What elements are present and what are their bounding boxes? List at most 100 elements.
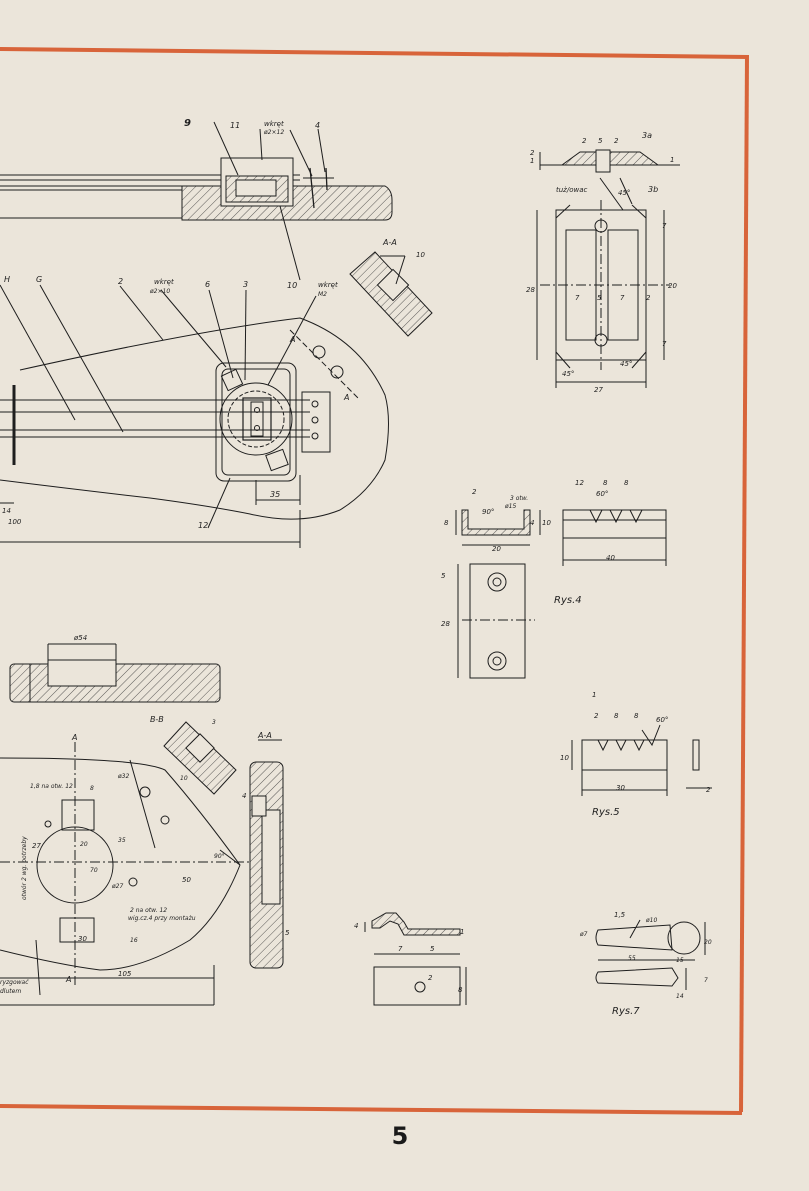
label-dim90: 90° (214, 853, 225, 860)
label-12: 12 (198, 521, 208, 530)
label-wkret3-b: M2 (318, 291, 327, 298)
label-otw: 1,8 na otw. 12 (30, 783, 73, 790)
label-rys7-d15: 1,5 (614, 911, 626, 919)
label-rys7-d27: ø7 (579, 931, 588, 938)
clip-part (364, 912, 467, 1006)
label-dim27: 27 (32, 842, 41, 850)
label-aa-top: A-A (382, 238, 397, 247)
label-3a-h20: 20 (668, 282, 677, 290)
label-dim5: 5 (285, 929, 290, 937)
label-rys5-d1: 2 (594, 712, 599, 720)
label-clip-d5: 5 (430, 945, 435, 953)
label-a3: A (71, 733, 77, 742)
label-rys4-b2: ø15 (504, 503, 516, 510)
label-3a-mid1: 7 (575, 294, 580, 302)
label-3a-angle2: 45° (562, 370, 574, 378)
label-11: 11 (230, 121, 240, 130)
base-top-view (0, 742, 250, 1006)
label-rys4-v28: 28 (441, 620, 450, 628)
label-3a-width: 27 (594, 386, 603, 394)
label-clip-d8: 8 (458, 986, 463, 994)
label-14: 14 (2, 507, 11, 515)
label-aa-mid: A-A (257, 731, 272, 740)
label-3a-dim1: 2 (582, 137, 587, 145)
rys5-caption: Rys.5 (592, 807, 620, 818)
label-note2: wig.cz.4 przy montażu (128, 915, 196, 922)
label-side-note: otwór 2 wg. potrzeby (21, 836, 28, 900)
label-a2: A (343, 393, 349, 402)
label-rys5-height: 10 (560, 754, 569, 762)
label-6: 6 (205, 280, 210, 289)
label-rys5-d3: 8 (634, 712, 639, 720)
label-clip-d4: 4 (354, 922, 358, 930)
label-rys5-thick: 2 (706, 786, 711, 794)
label-3a-h2: 2 (530, 149, 535, 157)
label-3a: 3a (642, 131, 652, 140)
label-rys5-angle: 60° (656, 716, 668, 724)
label-rys7-d55: 55 (628, 955, 636, 962)
label-a1: A (289, 335, 295, 344)
label-3a-height: 28 (526, 286, 535, 294)
label-100: 100 (8, 518, 22, 526)
label-a4: A (65, 975, 71, 984)
label-phi32: ø32 (117, 773, 129, 780)
border-right (739, 54, 749, 1113)
label-rys5-mark: 1 (592, 691, 596, 699)
label-dim16: 16 (130, 937, 138, 944)
label-rys4-c2: 8 (603, 479, 608, 487)
label-dim30: 30 (78, 935, 87, 943)
label-10-aa: 10 (416, 251, 425, 259)
label-3a-h1: 1 (530, 157, 534, 165)
label-3: 3 (243, 280, 248, 289)
label-wkret2-a: wkręt (154, 278, 174, 286)
label-dim105: 105 (118, 970, 132, 978)
label-3b: 3b (648, 185, 658, 194)
label-clip-d2: 2 (428, 974, 433, 982)
label-dim10: 10 (180, 775, 188, 782)
rys4-caption: Rys.4 (554, 595, 582, 606)
label-wkret1-a: wkręt (264, 120, 284, 128)
label-4-top: 4 (315, 121, 320, 130)
label-rys7-d10: ø10 (645, 917, 657, 924)
label-rys7-d14: 14 (676, 993, 684, 1000)
label-g: G (36, 275, 42, 284)
label-3a-h7a: 7 (662, 222, 667, 230)
label-clip-d7: 7 (398, 945, 403, 953)
label-3a-mid2: 5 (597, 294, 602, 302)
label-phi54: ø54 (73, 634, 87, 642)
label-rys4-v5: 5 (441, 572, 446, 580)
label-dim70: 70 (90, 867, 98, 874)
label-h: H (4, 275, 10, 284)
label-rys4-d4: 4 (530, 519, 534, 527)
arm-side-section (0, 121, 393, 281)
label-dim35b: 35 (118, 837, 126, 844)
label-rys7-d20: 20 (704, 939, 712, 946)
rys5-part (571, 724, 712, 796)
label-10-top: 10 (287, 281, 297, 290)
label-dim4: 4 (242, 792, 246, 800)
label-note1: 2 na otw. 12 (130, 907, 167, 914)
rys4-parts (455, 509, 667, 679)
label-rys5-d2: 8 (614, 712, 619, 720)
border-top (0, 47, 749, 59)
label-9: 9 (184, 118, 191, 129)
label-dim50: 50 (182, 876, 191, 884)
label-rys7-d15b: 15 (676, 957, 684, 964)
rys7-part (595, 919, 706, 990)
label-rys5-width: 30 (616, 784, 625, 792)
label-wkret2-b: ø2×10 (149, 288, 170, 295)
label-wkret1-b: ø2×12 (263, 129, 284, 136)
label-3a-dim3: 2 (614, 137, 619, 145)
label-2: 2 (118, 277, 123, 286)
label-3a-mid3: 7 (620, 294, 625, 302)
arm-top-view (0, 284, 389, 548)
label-3a-mid4: 2 (646, 294, 651, 302)
label-rys7-d7: 7 (704, 977, 708, 984)
label-rys4-c1: 12 (575, 479, 584, 487)
label-edge-note1: ryzgować (0, 979, 29, 986)
label-edge-note2: dlutem (0, 988, 21, 995)
label-rys4-cangle: 60° (596, 490, 608, 498)
label-3a-dim2: 5 (598, 137, 603, 145)
label-dim27b: ø27 (111, 883, 123, 890)
